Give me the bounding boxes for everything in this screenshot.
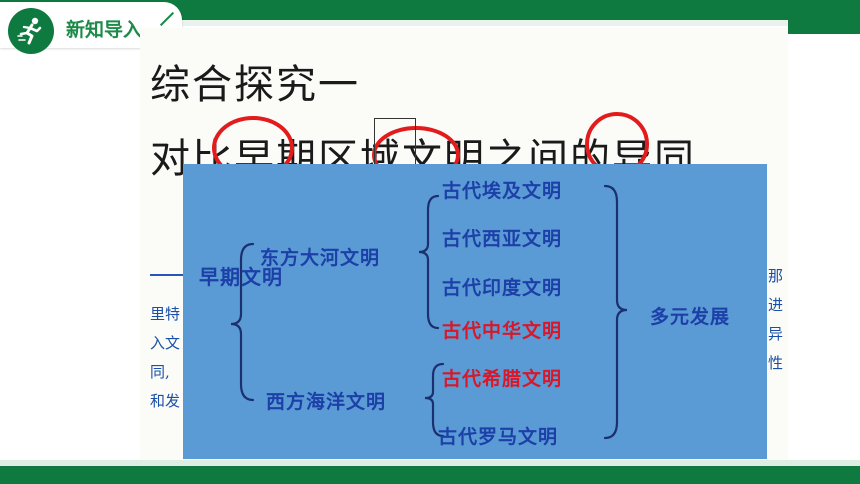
east-branch-label: 东方大河文明	[260, 247, 381, 269]
blue-underline	[150, 274, 190, 276]
east-item-west-asia: 古代西亚文明	[442, 228, 563, 250]
right-fragment: 进	[768, 296, 784, 314]
conclusion-label: 多元发展	[650, 306, 731, 328]
right-fragment: 那	[768, 267, 784, 285]
west-item-greece: 古代希腊文明	[442, 368, 563, 390]
left-fragment: 同,	[150, 363, 170, 381]
civilization-diagram-panel	[183, 164, 767, 459]
footer-banner	[0, 466, 860, 484]
top-banner-tab	[788, 20, 860, 34]
top-banner	[0, 0, 860, 20]
east-item-india: 古代印度文明	[442, 277, 563, 299]
right-fragment: 异	[768, 325, 784, 343]
slide-heading: 综合探究一	[150, 62, 360, 108]
root-brace	[230, 242, 255, 402]
footer-shadow	[0, 460, 860, 466]
left-fragment: 里特	[150, 305, 181, 323]
east-brace	[418, 194, 440, 330]
top-banner-shadow	[180, 20, 860, 26]
right-text-fragments: 那 进 异 性	[768, 262, 783, 378]
box-mark	[374, 118, 416, 166]
left-fragment: 和发	[150, 392, 181, 410]
section-title: 新知导入	[66, 19, 143, 41]
left-fragment: 入文	[150, 334, 181, 352]
west-branch-label: 西方海洋文明	[266, 391, 387, 413]
left-text-fragments: 里特 入文 同, 和发	[150, 300, 180, 416]
west-brace	[424, 362, 445, 438]
right-fragment: 性	[768, 354, 784, 372]
badge-slash-decoration	[159, 11, 175, 27]
brace-connectors	[230, 184, 628, 440]
east-item-china: 古代中华文明	[442, 320, 563, 342]
conclusion-brace	[603, 184, 628, 440]
west-item-rome: 古代罗马文明	[438, 426, 559, 448]
runner-icon	[8, 8, 54, 54]
root-label: 早期文明	[199, 262, 282, 292]
east-item-egypt: 古代埃及文明	[442, 180, 563, 202]
